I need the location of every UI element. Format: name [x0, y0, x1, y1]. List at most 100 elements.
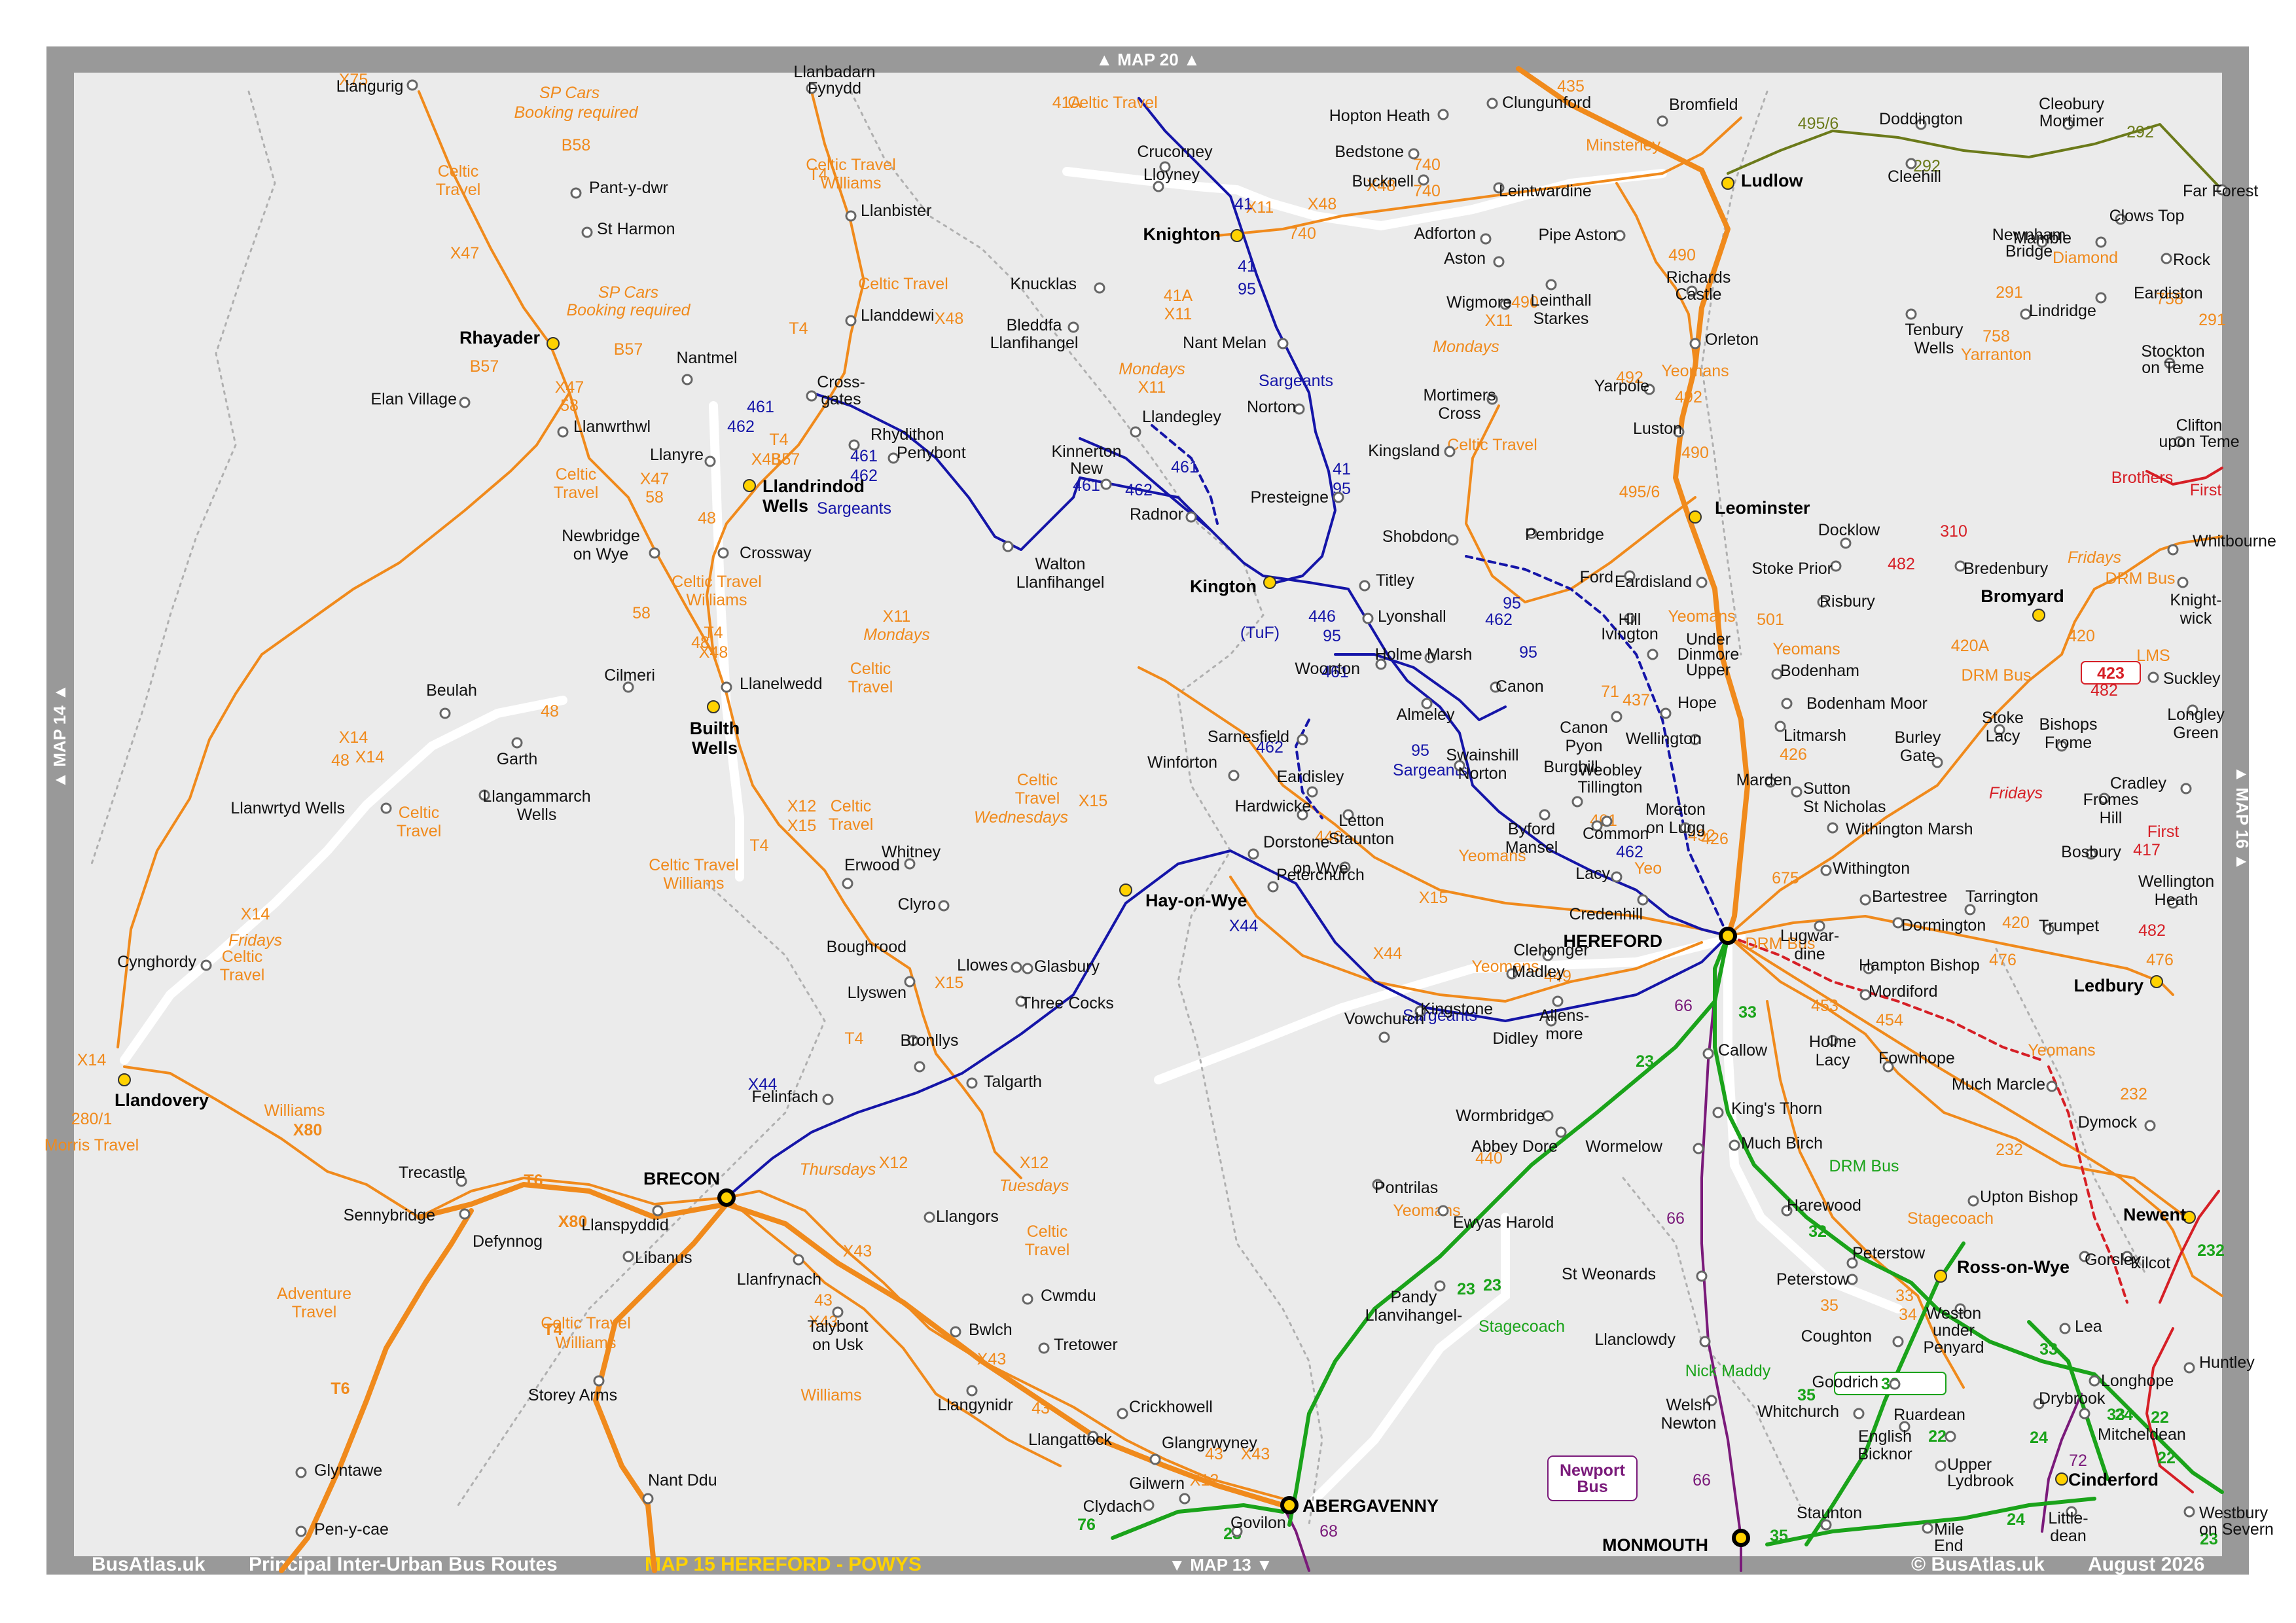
town-stop[interactable] [1228, 770, 1240, 781]
town-stop-major[interactable] [717, 1188, 736, 1207]
town-stop[interactable] [1339, 861, 1351, 873]
edge-label-left[interactable]: ▲ MAP 14 ▲ [50, 684, 69, 788]
town-stop[interactable] [1359, 580, 1371, 592]
town-stop[interactable] [1591, 820, 1603, 832]
town-stop[interactable] [1506, 968, 1518, 980]
town-stop[interactable] [966, 1385, 978, 1397]
town-stop[interactable] [406, 79, 418, 91]
town-stop[interactable] [1437, 109, 1449, 120]
town-stop[interactable] [380, 802, 392, 814]
town-stop[interactable] [1277, 338, 1289, 349]
town-stop[interactable] [1660, 707, 1672, 719]
town-stop[interactable] [2161, 253, 2172, 264]
town-stop[interactable] [1774, 721, 1786, 732]
town-stop[interactable] [1611, 871, 1623, 883]
town-stop[interactable] [2183, 1506, 2195, 1518]
town-stop-hub[interactable] [1934, 1270, 1947, 1283]
edge-label-right[interactable]: ▲ MAP 16 ▲ [2233, 766, 2252, 870]
town-stop-hub[interactable] [1119, 883, 1132, 897]
town-stop[interactable] [1087, 1431, 1099, 1442]
town-stop[interactable] [1526, 527, 1537, 539]
town-stop[interactable] [2089, 1375, 2100, 1387]
town-stop[interactable] [793, 1254, 804, 1266]
town-stop[interactable] [1454, 760, 1465, 772]
town-stop[interactable] [622, 1251, 634, 1262]
town-stop[interactable] [1892, 1336, 1904, 1347]
town-stop[interactable] [1647, 649, 1659, 660]
town-stop[interactable] [1179, 1493, 1191, 1505]
town-stop[interactable] [2174, 436, 2185, 448]
town-stop[interactable] [1765, 776, 1776, 788]
town-stop[interactable] [200, 959, 212, 971]
town-stop-major[interactable] [1280, 1496, 1299, 1514]
town-stop[interactable] [439, 707, 451, 719]
town-stop[interactable] [1846, 1274, 1858, 1285]
town-stop-major[interactable] [1719, 927, 1737, 945]
town-stop[interactable] [1846, 1257, 1858, 1269]
town-stop[interactable] [1414, 1005, 1426, 1017]
town-stop[interactable] [1159, 161, 1171, 173]
town-stop-hub[interactable] [2032, 609, 2045, 622]
town-stop[interactable] [2147, 671, 2159, 683]
town-stop[interactable] [914, 1061, 925, 1073]
town-stop[interactable] [1490, 681, 1501, 693]
town-stop[interactable] [1480, 233, 1492, 245]
town-stop[interactable] [848, 439, 860, 451]
town-stop[interactable] [1729, 1139, 1740, 1151]
town-stop[interactable] [1542, 1110, 1554, 1122]
town-stop[interactable] [1149, 1454, 1161, 1465]
town-stop-hub[interactable] [707, 700, 720, 713]
town-stop[interactable] [1493, 182, 1505, 194]
town-stop[interactable] [642, 1493, 654, 1505]
town-stop-hub[interactable] [1721, 177, 1734, 190]
town-stop[interactable] [1153, 181, 1164, 192]
town-stop[interactable] [2079, 1408, 2090, 1419]
town-stop[interactable] [1702, 1048, 1714, 1060]
edge-label-bottom[interactable]: ▼ MAP 13 ▼ [1168, 1555, 1272, 1575]
town-stop[interactable] [938, 900, 950, 912]
town-stop[interactable] [1637, 894, 1649, 906]
town-stop[interactable] [2033, 1398, 2045, 1410]
town-stop-hub[interactable] [547, 337, 560, 350]
town-stop[interactable] [652, 1205, 664, 1217]
town-stop[interactable] [1247, 848, 1259, 860]
town-stop[interactable] [1954, 1303, 1966, 1315]
town-stop[interactable] [1231, 1525, 1243, 1537]
town-stop[interactable] [2183, 1362, 2195, 1374]
town-stop[interactable] [2043, 923, 2054, 935]
town-stop[interactable] [2056, 740, 2068, 752]
town-stop[interactable] [845, 315, 857, 327]
town-stop[interactable] [2180, 783, 2192, 794]
town-stop[interactable] [511, 737, 523, 749]
town-stop[interactable] [1814, 920, 1825, 932]
town-stop[interactable] [2085, 848, 2097, 860]
town-stop[interactable] [2115, 213, 2126, 225]
town-stop[interactable] [2121, 1251, 2133, 1262]
town-stop[interactable] [1486, 98, 1498, 109]
town-stop[interactable] [1015, 995, 1027, 1007]
town-stop[interactable] [1067, 321, 1079, 333]
town-stop[interactable] [1935, 1460, 1946, 1472]
town-stop[interactable] [570, 187, 582, 199]
town-stop[interactable] [649, 547, 660, 559]
town-stop[interactable] [295, 1525, 307, 1537]
town-stop[interactable] [924, 1211, 935, 1223]
town-stop[interactable] [1447, 534, 1459, 546]
town-stop[interactable] [557, 426, 569, 438]
town-stop[interactable] [1624, 570, 1636, 582]
town-stop[interactable] [1643, 383, 1655, 395]
town-stop-hub[interactable] [118, 1073, 131, 1086]
town-stop[interactable] [1130, 426, 1141, 438]
town-stop[interactable] [1922, 1522, 1933, 1534]
town-stop[interactable] [2167, 897, 2179, 909]
town-stop[interactable] [1333, 491, 1344, 503]
town-stop[interactable] [888, 452, 899, 464]
town-stop[interactable] [904, 976, 916, 988]
town-stop[interactable] [459, 397, 471, 408]
town-stop[interactable] [904, 858, 916, 870]
town-stop[interactable] [1882, 1061, 1894, 1073]
town-stop[interactable] [2167, 544, 2179, 556]
town-stop[interactable] [2079, 1251, 2090, 1262]
town-stop[interactable] [1699, 1336, 1711, 1347]
town-stop[interactable] [1408, 148, 1420, 160]
